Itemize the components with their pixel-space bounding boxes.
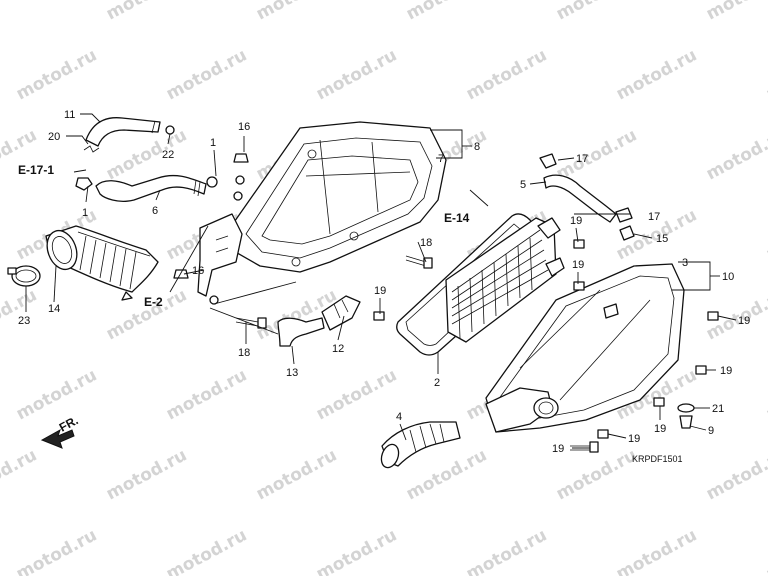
- callout-15: 15: [656, 233, 668, 245]
- diagram-code: KRPDF1501: [632, 454, 683, 464]
- watermark-text: motod.ru: [103, 445, 190, 504]
- callout-2: 2: [434, 377, 440, 389]
- watermark-text: motod.ru: [463, 525, 550, 576]
- callout-13: 13: [286, 367, 298, 379]
- watermark-text: motod.ru: [313, 525, 400, 576]
- ref-e-14: E-14: [444, 211, 470, 225]
- section-references: E-17-1 E-14 E-2: [18, 163, 470, 309]
- callout-17-top: 17: [576, 153, 588, 165]
- ref-e-17-1: E-17-1: [18, 163, 54, 177]
- part-intake-duct: [7, 225, 159, 301]
- callout-4: 4: [396, 411, 402, 423]
- watermark-text: motod.ru: [313, 45, 400, 104]
- watermark-text: motod.ru: [163, 365, 250, 424]
- front-direction-label: FR.: [57, 413, 81, 434]
- watermark-text: motod.ru: [13, 365, 100, 424]
- watermark-text: motod.ru: [0, 445, 40, 504]
- callout-numbers: 11 20 22 1 16 8 7 1 6 17 5 17 15 19 19 1…: [18, 109, 750, 455]
- watermark-text: motod.ru: [13, 525, 100, 576]
- part-hose-right: [539, 153, 635, 241]
- watermark-text: motod.ru: [103, 0, 190, 24]
- callout-20: 20: [48, 131, 60, 143]
- callout-18-mid: 18: [420, 237, 432, 249]
- callout-16-left: 16: [192, 265, 204, 277]
- watermark-text: motod.ru: [0, 0, 40, 24]
- part-air-cleaner-case: [485, 263, 685, 433]
- callout-5: 5: [520, 179, 526, 191]
- callout-7: 7: [438, 153, 444, 165]
- callout-9: 9: [708, 425, 714, 437]
- callout-19-b: 19: [572, 259, 584, 271]
- part-case-cover: [197, 121, 447, 305]
- watermark-text: motod.ru: [763, 205, 768, 264]
- watermark-text: motod.ru: [763, 365, 768, 424]
- watermark-text: motod.ru: [613, 45, 700, 104]
- callout-1-left: 1: [82, 207, 88, 219]
- callout-14: 14: [48, 303, 60, 315]
- callout-21: 21: [712, 403, 724, 415]
- callout-19-d: 19: [738, 315, 750, 327]
- callout-11: 11: [64, 109, 75, 121]
- watermark-text: motod.ru: [703, 125, 768, 184]
- callout-19-a: 19: [570, 215, 582, 227]
- callout-18-low: 18: [238, 347, 250, 359]
- watermark-text: motod.ru: [253, 0, 340, 24]
- watermark-text: motod.ru: [703, 445, 768, 504]
- callout-22: 22: [162, 149, 174, 161]
- hardware: [173, 153, 719, 453]
- watermark-text: motod.ru: [763, 525, 768, 576]
- callout-23: 23: [18, 315, 30, 327]
- part-intake-tube: [380, 421, 461, 469]
- part-breather-tube: [277, 295, 361, 347]
- callout-10: 10: [722, 271, 734, 283]
- watermark-text: motod.ru: [313, 365, 400, 424]
- watermark-text: motod.ru: [553, 0, 640, 24]
- callout-19-h: 19: [552, 443, 564, 455]
- watermark-text: motod.ru: [163, 525, 250, 576]
- watermark-text: motod.ru: [553, 445, 640, 504]
- watermark-text: motod.ru: [403, 445, 490, 504]
- part-drain-hose: [75, 174, 218, 202]
- watermark-text: motod.ru: [163, 45, 250, 104]
- watermark-text: motod.ru: [403, 0, 490, 24]
- leader-lines: [25, 113, 737, 449]
- watermark-text: motod.ru: [613, 525, 700, 576]
- callout-19-c: 19: [374, 285, 386, 297]
- callout-12: 12: [332, 343, 344, 355]
- ref-e-2: E-2: [144, 295, 163, 309]
- callout-17-mid: 17: [648, 211, 660, 223]
- callout-16-top: 16: [238, 121, 250, 133]
- callout-19-f: 19: [654, 423, 666, 435]
- callout-3: 3: [682, 257, 688, 269]
- watermark-text: motod.ru: [13, 45, 100, 104]
- callout-1-top: 1: [210, 137, 216, 149]
- watermark-text: motod.ru: [763, 45, 768, 104]
- callout-8: 8: [474, 141, 480, 153]
- callout-19-g: 19: [628, 433, 640, 445]
- watermark-text: motod.ru: [553, 125, 640, 184]
- front-direction-arrow: [40, 428, 75, 449]
- callout-6: 6: [152, 205, 158, 217]
- part-air-filter-element: [445, 217, 565, 343]
- watermark-text: motod.ru: [703, 0, 768, 24]
- part-hose-upper: [83, 117, 175, 153]
- callout-19-e: 19: [720, 365, 732, 377]
- watermark-text: motod.ru: [463, 45, 550, 104]
- watermark-text: motod.ru: [253, 445, 340, 504]
